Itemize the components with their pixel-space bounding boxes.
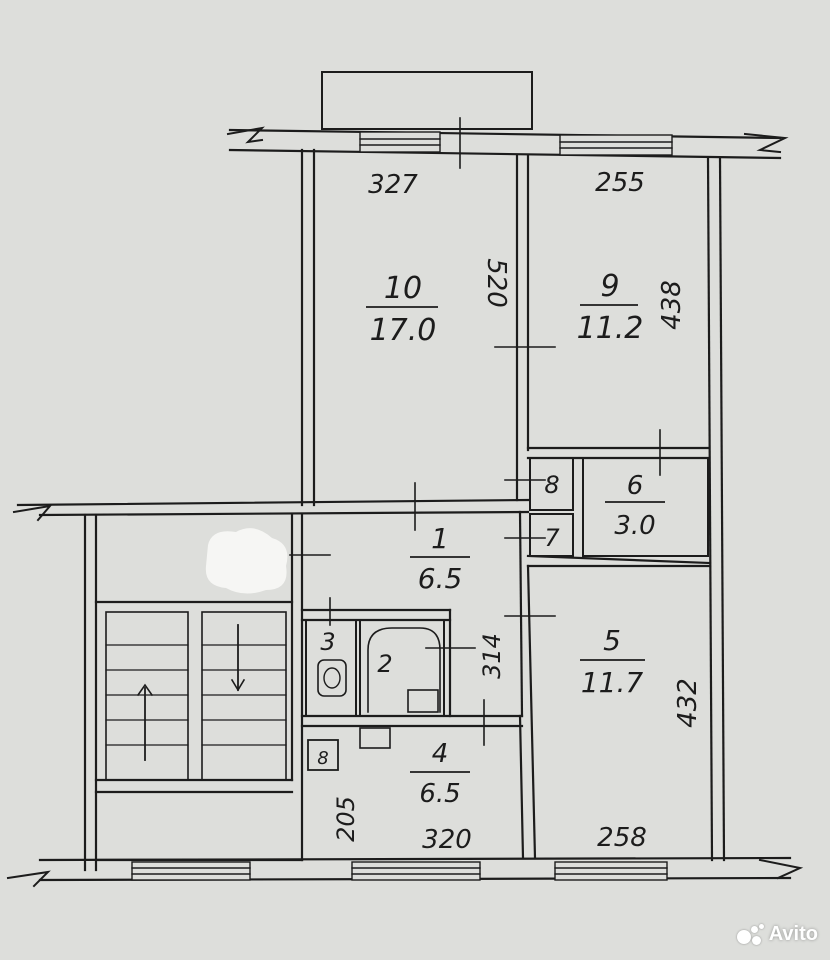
dimension-255: 255 [595, 168, 645, 198]
toilet [317, 659, 347, 697]
room-3-number: 3 [320, 628, 335, 656]
dimension-520: 520 [481, 258, 511, 308]
avito-watermark: Avito [736, 923, 818, 946]
bathtub [367, 627, 441, 713]
stair-flight-right [201, 611, 287, 781]
room-4-number: 4 [432, 739, 449, 769]
room-9-number: 9 [600, 269, 619, 304]
avito-watermark-text: Avito [768, 923, 818, 945]
dimension-258: 258 [597, 823, 647, 853]
dimension-320: 320 [422, 825, 472, 855]
room-10-area: 17.0 [370, 313, 437, 348]
window-bottom-middle [351, 861, 481, 881]
sink-bath [407, 689, 439, 713]
dimension-205: 205 [332, 796, 360, 842]
room-5-area: 11.7 [581, 666, 644, 699]
room-1-number: 1 [431, 522, 449, 555]
room-5-number: 5 [603, 624, 621, 657]
dimension-438: 438 [657, 280, 687, 330]
window-bottom-left [131, 861, 251, 881]
stove-label: 8 [317, 748, 328, 769]
room-10-number: 10 [384, 271, 422, 306]
window-top-left [359, 131, 441, 153]
stair-flight-left [105, 611, 189, 781]
dimension-432: 432 [673, 678, 703, 728]
room-6-number: 6 [627, 471, 644, 501]
stove [307, 739, 339, 771]
room-7-number: 7 [544, 524, 560, 552]
window-top-right [559, 134, 673, 156]
window-bottom-right [554, 861, 668, 881]
room-8-number: 8 [544, 471, 559, 499]
room-1-area: 6.5 [418, 562, 463, 595]
room-6-area: 3.0 [614, 511, 655, 541]
dimension-327: 327 [368, 170, 418, 200]
balcony [321, 71, 533, 130]
kitchen-sink [359, 727, 391, 749]
room-2-number: 2 [377, 650, 392, 678]
room-9-area: 11.2 [577, 311, 644, 346]
avito-dots-icon [736, 923, 764, 946]
white-blot [205, 528, 288, 594]
dimension-314: 314 [478, 633, 506, 679]
room-4-area: 6.5 [419, 779, 460, 809]
